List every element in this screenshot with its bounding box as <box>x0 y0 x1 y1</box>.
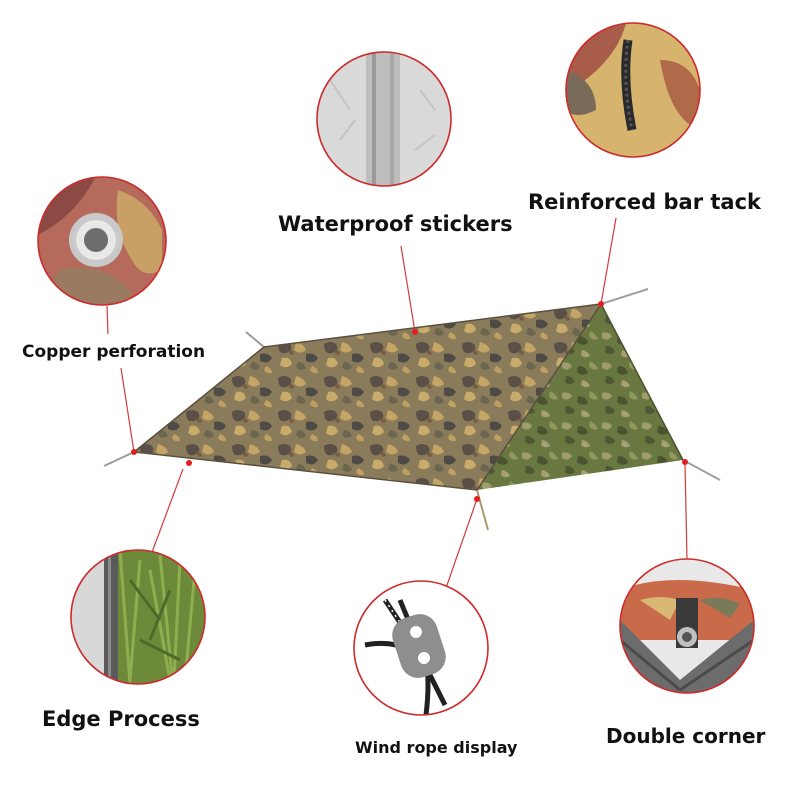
label-copper-perforation: Copper perforation <box>22 342 206 362</box>
detail-waterproof-stickers <box>316 51 452 187</box>
label-waterproof-stickers: Waterproof stickers <box>278 212 513 236</box>
detail-wind-rope <box>353 580 489 716</box>
label-double-corner: Double corner <box>606 724 766 748</box>
label-edge-process: Edge Process <box>42 707 200 731</box>
detail-copper-perforation <box>37 176 167 306</box>
label-reinforced-bar-tack: Reinforced bar tack <box>528 190 762 214</box>
callout-lines <box>106 217 688 589</box>
label-wind-rope-display: Wind rope display <box>355 738 518 757</box>
detail-edge-process <box>70 549 206 685</box>
detail-double-corner <box>619 558 755 694</box>
callout-dots <box>131 301 688 502</box>
detail-reinforced-bar-tack <box>565 22 701 158</box>
camo-tarp <box>103 288 721 531</box>
